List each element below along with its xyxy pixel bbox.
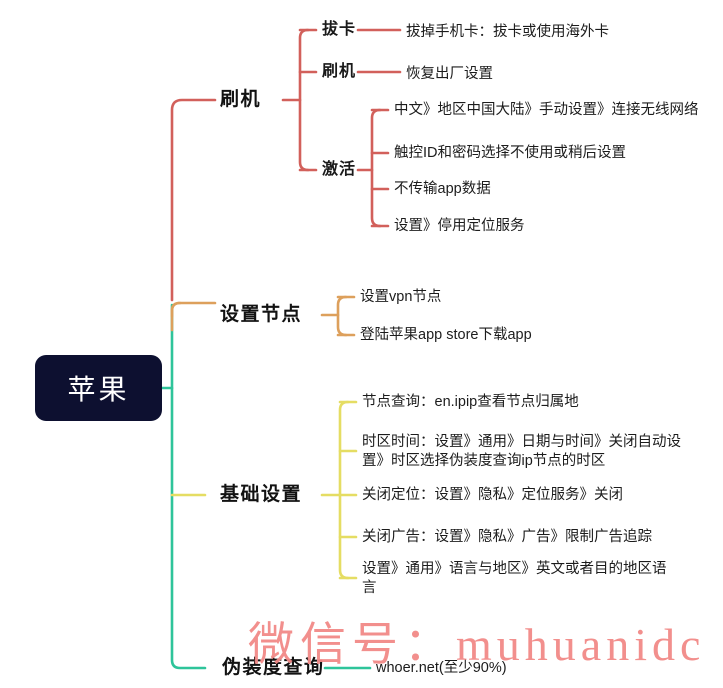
leaf-basic-5[interactable]: 设置》通用》语言与地区》英文或者目的地区语言 (362, 561, 667, 596)
subtopic-shuaji[interactable]: 刷机 (322, 63, 357, 80)
leaf-node-2[interactable]: 登陆苹果app store下载app (360, 327, 532, 343)
root-node[interactable]: 苹果 (35, 355, 162, 421)
leaf-basic-1[interactable]: 节点查询：en.ipip查看节点归属地 (362, 394, 579, 410)
leaf-bake-1[interactable]: 拔掉手机卡：拔卡或使用海外卡 (406, 24, 609, 40)
trunk-line (160, 386, 207, 670)
spine-jihuo (370, 108, 382, 228)
leaf-basic-2[interactable]: 时区时间：设置》通用》日期与时间》关闭自动设置》时区选择伪装度查询ip节点的时区 (362, 434, 681, 469)
branch-topic-check[interactable]: 伪装度查询 (222, 657, 325, 678)
leaf-jihuo-1[interactable]: 中文》地区中国大陆》手动设置》连接无线网络 (394, 102, 699, 118)
spine-flash (298, 28, 310, 172)
leaf-node-1[interactable]: 设置vpn节点 (360, 289, 442, 305)
branch-topic-basic[interactable]: 基础设置 (220, 484, 303, 505)
leaf-jihuo-4[interactable]: 设置》停用定位服务 (394, 218, 525, 234)
subtopic-bake[interactable]: 拔卡 (322, 21, 357, 38)
link-root-node-main (170, 301, 217, 332)
leaf-jihuo-2[interactable]: 触控ID和密码选择不使用或稍后设置 (394, 145, 626, 161)
root-label: 苹果 (67, 374, 130, 405)
leaf-shuaji-1[interactable]: 恢复出厂设置 (406, 66, 493, 82)
leaf-basic-4[interactable]: 关闭广告：设置》隐私》广告》限制广告追踪 (362, 529, 652, 545)
leaf-basic-3[interactable]: 关闭定位：设置》隐私》定位服务》关闭 (362, 487, 623, 503)
leaf-jihuo-3[interactable]: 不传输app数据 (394, 181, 491, 197)
subtopic-jihuo[interactable]: 激活 (322, 161, 357, 178)
leaf-check-1[interactable]: whoer.net(至少90%) (376, 660, 507, 676)
branch-topic-node[interactable]: 设置节点 (220, 304, 303, 325)
spine-basic (338, 400, 350, 580)
link-root-flash (170, 98, 217, 302)
branch-topic-flash[interactable]: 刷机 (220, 89, 262, 110)
spine-node (336, 295, 348, 337)
